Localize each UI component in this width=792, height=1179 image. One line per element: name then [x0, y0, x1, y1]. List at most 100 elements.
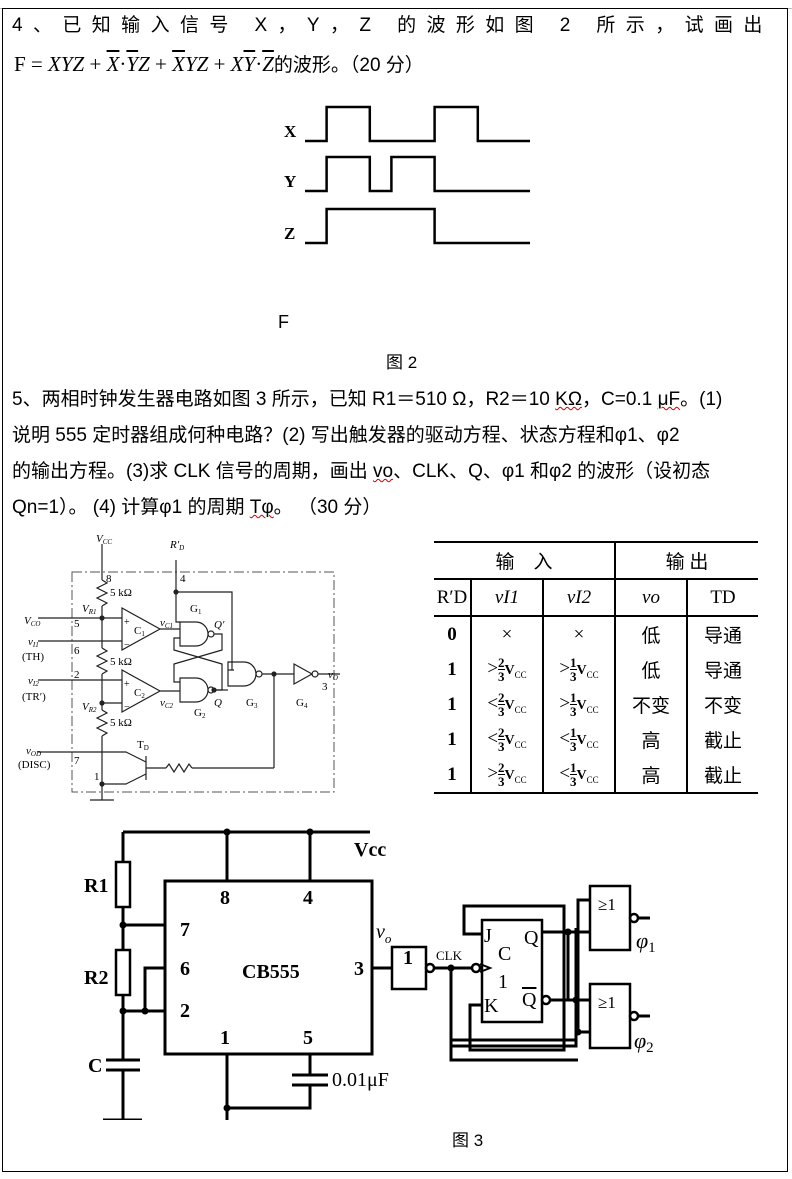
- q5-text-line2: 说明 555 定时器组成何种电路？(2) 写出触发器的驱动方程、状态方程和φ1、…: [12, 420, 680, 447]
- formula-symbol: ·: [119, 52, 127, 76]
- vcc-symbol: VCC: [504, 662, 527, 680]
- c2-label: C2: [134, 687, 145, 700]
- comparison: <: [487, 727, 499, 749]
- cap-label: 0.01μF: [332, 1069, 389, 1091]
- vo-label: vO: [328, 669, 338, 682]
- comparison: <: [559, 762, 571, 784]
- pin-7: 7: [74, 755, 80, 767]
- th-label: (TH): [22, 651, 44, 663]
- pin-3: 3: [354, 958, 364, 980]
- cell-vo: 低: [614, 616, 687, 652]
- signal-label-x: X: [284, 122, 297, 141]
- cell-td: 截止: [686, 757, 758, 793]
- vi2-label: vI2: [28, 675, 39, 688]
- formula-plus: +: [84, 52, 107, 76]
- q5-text-segment: 说明 555 定时器组成何种电路？(2) 写出触发器的驱动方程、状态方程和φ1、…: [12, 425, 680, 446]
- pin-6: 6: [180, 958, 190, 980]
- formula-symbol: Z: [262, 52, 274, 76]
- signal-label-y: Y: [284, 172, 296, 191]
- figure2-waveforms: XYZ: [284, 105, 530, 245]
- formula-symbol: X: [48, 52, 61, 76]
- pin-7: 7: [180, 919, 190, 941]
- cell-rd: 0: [447, 623, 457, 645]
- formula-symbol: Y: [126, 52, 139, 76]
- vi1-label: vI1: [28, 636, 39, 649]
- header-vi2: vI2: [542, 579, 615, 616]
- disc-label: (DISC): [18, 759, 51, 771]
- inverter-label: 1: [403, 947, 413, 969]
- vc2-label: vC2: [160, 697, 174, 710]
- header-vi1: vI1: [470, 579, 543, 616]
- g3-label: G3: [246, 697, 258, 710]
- q5-text-segment: μF: [657, 389, 681, 410]
- formula-plus: +: [149, 52, 173, 76]
- formula-plus: +: [208, 52, 231, 76]
- cell-rd: 1: [447, 658, 457, 680]
- clk-label: CLK: [436, 948, 463, 963]
- diagram-cb555-circuit: Vcc R1 R2 C CB555 8 4 7 6 2 1 5 3 0.01μF…: [84, 828, 656, 1120]
- waveform-z: [305, 207, 530, 245]
- cell-td: 不变: [686, 687, 758, 722]
- header-rd: R′D: [436, 586, 468, 608]
- g1-label: G1: [190, 603, 202, 616]
- formula-symbol: X: [172, 52, 185, 76]
- vr1-label: VR1: [82, 603, 97, 616]
- q4-formula-line: F = XYZ + X·YZ + XYZ + XY·Z的波形。（20 分）: [14, 50, 424, 77]
- comparison: >: [487, 762, 499, 784]
- cell-vo: 低: [614, 652, 687, 687]
- chip-boundary: [71, 571, 335, 793]
- cell-td: 导通: [686, 652, 758, 687]
- comparison: <: [487, 692, 499, 714]
- vcc-symbol: VCC: [576, 662, 599, 680]
- cell-td: 截止: [686, 722, 758, 757]
- formula-symbol: X: [230, 52, 244, 76]
- pin-2: 2: [74, 669, 80, 681]
- pin-6: 6: [74, 645, 80, 657]
- ff-c-label: C: [498, 943, 511, 965]
- nor1-label: ≥1: [598, 895, 616, 914]
- q4-text-line1: 4、已知输入信号 X，Y，Z 的波形如图 2 所示，试画出: [12, 15, 773, 36]
- plus-sign-1: +: [124, 617, 130, 628]
- formula-symbol: Y: [184, 52, 197, 76]
- q5-text-segment: Tφ: [249, 497, 274, 518]
- ff-k-label: K: [484, 995, 499, 1017]
- cell-rd: 1: [447, 728, 457, 750]
- cell-vo: 高: [614, 722, 687, 757]
- ff-j-label: J: [484, 925, 492, 947]
- figure3-caption: 图 3: [452, 1131, 484, 1150]
- g2-label: G2: [194, 707, 206, 720]
- ff-one-label: 1: [498, 971, 508, 993]
- phi2-label: φ2: [634, 1028, 654, 1056]
- pin-5: 5: [303, 1027, 313, 1049]
- formula-symbol: Y: [60, 52, 73, 76]
- nor2-label: ≥1: [598, 993, 616, 1012]
- q5-text-segment: 5、两相时钟发生器电路如图 3 所示，已知 R1＝510 Ω，R2＝10: [12, 389, 556, 410]
- q5-text-segment: KΩ: [555, 389, 583, 410]
- comparison: >: [487, 657, 499, 679]
- qprime-label: Q′: [214, 619, 225, 631]
- vco-label: VCO: [24, 615, 40, 628]
- output-f-label: F: [278, 312, 289, 332]
- formula-symbol: Z: [196, 52, 209, 76]
- document-frame: [2, 8, 788, 1172]
- cell-td: 导通: [686, 616, 758, 652]
- header-vo: vo: [614, 579, 687, 616]
- q4-formula-suffix: 的波形。（20 分）: [273, 55, 424, 76]
- vcc-symbol: VCC: [504, 697, 527, 715]
- r2-label: R2: [84, 967, 108, 989]
- q5-text-segment: Qn=1）。 (4) 计算φ1 的周期: [12, 497, 250, 518]
- q5-text-segment: 。 （30 分）: [273, 497, 382, 518]
- pin-8: 8: [220, 887, 230, 909]
- comparison: >: [559, 692, 571, 714]
- vcc-label: VCC: [96, 533, 112, 546]
